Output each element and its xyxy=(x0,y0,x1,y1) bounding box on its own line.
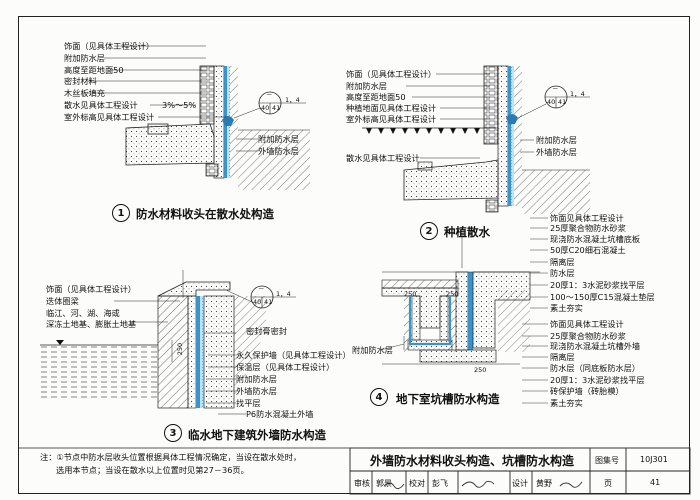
sheet-border xyxy=(18,16,690,494)
d3-label-insulation: 保温层（见具体工程设计） xyxy=(236,362,335,372)
detail4-section xyxy=(379,217,548,404)
d2-label-apron: 散水见具体工程设计 xyxy=(346,153,420,163)
d3-index-br: 41 xyxy=(264,298,273,306)
titleblock-atlas-label: 图集号 xyxy=(595,456,619,465)
d4-upper-label-9: 素土夯实 xyxy=(550,303,583,313)
d4-lower-label-3: 现浇防水混凝土坑槽外墙 xyxy=(550,341,641,351)
d3-title: 临水地下建筑外墙防水构造 xyxy=(188,428,326,442)
d4-lower-label-2: 25厚聚合物防水砂浆 xyxy=(550,331,626,341)
d2-label-height: 高度至距地面50 xyxy=(346,92,406,102)
d4-upper-label-5: 隔离层 xyxy=(550,257,575,267)
detail1-section xyxy=(88,45,310,190)
d3-label-soil: 深冻土地基、膨胀土地基 xyxy=(46,319,137,329)
titleblock-review-label: 审核 xyxy=(354,479,370,488)
d1-slope: 3%～5% xyxy=(162,100,197,110)
d1-label-finish: 饰面（见具体工程设计） xyxy=(64,41,155,51)
titleblock-design-name: 黄野 xyxy=(536,479,552,488)
d1-index-top: － xyxy=(266,91,273,99)
d2-right-label-wall: 外墙防水层 xyxy=(536,147,577,157)
d3-label-leveling: 找平层 xyxy=(236,398,261,408)
d1-right-label-extra: 附加防水层 xyxy=(258,134,299,144)
d3-label-concrete-wall: P6防水混凝土外墙 xyxy=(246,409,314,419)
d1-label-apron: 散水见具体工程设计 xyxy=(64,100,138,110)
d2-index-bl: 40 xyxy=(547,98,556,106)
d4-lower-label-5: 防水层（同底板防水层） xyxy=(550,363,641,373)
d3-label-sealant: 密封膏密封 xyxy=(246,326,287,336)
d4-upper-label-2: 25厚聚合物防水砂浆 xyxy=(550,223,626,233)
d3-label-wall-waterproof: 外墙防水层 xyxy=(236,386,277,396)
d3-label-ringbeam: 迭体圈梁 xyxy=(46,296,79,306)
d4-title: 地下室坑槽防水构造 xyxy=(396,392,500,406)
d3-dim: 250 xyxy=(176,342,185,356)
detail3-section xyxy=(40,270,296,415)
d2-label-finish: 饰面（见具体工程设计） xyxy=(346,69,437,79)
d4-upper-label-8: 100～150厚C15混凝土垫层 xyxy=(550,292,655,302)
d4-lower-label-8: 素土夯实 xyxy=(550,398,583,408)
d3-index-tr: 1，4 xyxy=(276,290,291,298)
d4-lower-label-6: 20厚1：3水泥砂浆找平层 xyxy=(550,375,645,385)
titleblock-main-title: 外墙防水材料收头构造、坑槽防水构造 xyxy=(370,454,575,468)
d3-index-top: － xyxy=(258,285,265,293)
d3-label-finish: 饰面（见具体工程设计） xyxy=(46,284,137,294)
note-line-2: 选用本节点；当设在散水以上位置时见第27－36页。 xyxy=(56,465,249,475)
d2-index-tr: 1，4 xyxy=(570,90,585,98)
d4-lower-label-1: 饰面见具体工程设计 xyxy=(550,319,624,329)
d1-number-circle: 1 xyxy=(112,204,130,222)
d2-index-top: － xyxy=(552,85,559,93)
detail2-section xyxy=(362,65,590,214)
d1-label-grade: 室外标高见具体工程设计 xyxy=(64,112,155,122)
d4-upper-label-1: 饰面见具体工程设计 xyxy=(550,213,624,223)
d1-label-height: 高度至距地面50 xyxy=(64,65,124,75)
d4-dim-3: 250 xyxy=(474,366,487,374)
d4-upper-label-6: 防水层 xyxy=(550,268,575,278)
d2-right-label-extra: 附加防水层 xyxy=(536,135,577,145)
d4-upper-label-3: 现浇防水混凝土坑槽底板 xyxy=(550,234,641,244)
d1-index-bl: 40 xyxy=(261,104,270,112)
d2-index-br: 41 xyxy=(558,98,567,106)
titleblock-page-label: 页 xyxy=(604,479,612,488)
d3-index-bl: 40 xyxy=(253,298,262,306)
d2-label-extra-waterproof: 附加防水层 xyxy=(346,81,387,91)
titleblock-grid xyxy=(349,447,691,495)
titleblock-check-name: 彭飞 xyxy=(432,479,448,488)
note-line-1: 注：①节点中防水层收头位置根据具体工程情况确定，当设在散水处时， xyxy=(40,452,302,462)
d1-label-sealant: 密封材料 xyxy=(64,76,97,86)
titleblock-design-label: 设计 xyxy=(512,479,528,488)
d3-label-protect-wall: 永久保护墙（见具体工程设计） xyxy=(236,350,351,360)
d4-left-label: 附加防水层 xyxy=(352,345,393,355)
d3-label-waterside: 临江、河、湖、海或 xyxy=(46,308,120,318)
d4-number-circle: 4 xyxy=(370,388,388,406)
d4-upper-label-7: 20厚1：3水泥砂浆找平层 xyxy=(550,280,645,290)
d4-lower-label-7: 砖保护墙（砖胎模） xyxy=(550,386,624,396)
titleblock-review-name: 郭景 xyxy=(376,479,392,488)
d2-label-planting: 种植地面见具体工程设计 xyxy=(346,103,437,113)
d4-lower-label-4: 隔离层 xyxy=(550,352,575,362)
titleblock-page-no: 41 xyxy=(650,478,661,487)
d1-index-tr: 1，4 xyxy=(285,96,300,104)
d1-label-woodwool: 木丝板填充 xyxy=(64,88,105,98)
d1-label-extra-waterproof: 附加防水层 xyxy=(64,53,105,63)
d4-dim-2: 250 xyxy=(446,290,459,298)
d4-upper-label-4: 50厚C20细石混凝土 xyxy=(550,245,626,255)
d2-title: 种植散水 xyxy=(444,225,490,239)
d4-dim-1: 250 xyxy=(404,290,417,298)
d1-title: 防水材料收头在散水处构造 xyxy=(136,207,274,221)
d3-number-circle: 3 xyxy=(164,424,182,442)
d3-label-extra-waterproof: 附加防水层 xyxy=(236,374,277,384)
d2-number-circle: 2 xyxy=(420,222,438,240)
d1-index-br: 41 xyxy=(272,104,281,112)
d2-label-grade: 室外标高见具体工程设计 xyxy=(346,114,437,124)
titleblock-check-label: 校对 xyxy=(409,479,425,488)
titleblock-atlas-no: 10J301 xyxy=(640,455,668,464)
d1-right-label-wall: 外墙防水层 xyxy=(258,146,299,156)
